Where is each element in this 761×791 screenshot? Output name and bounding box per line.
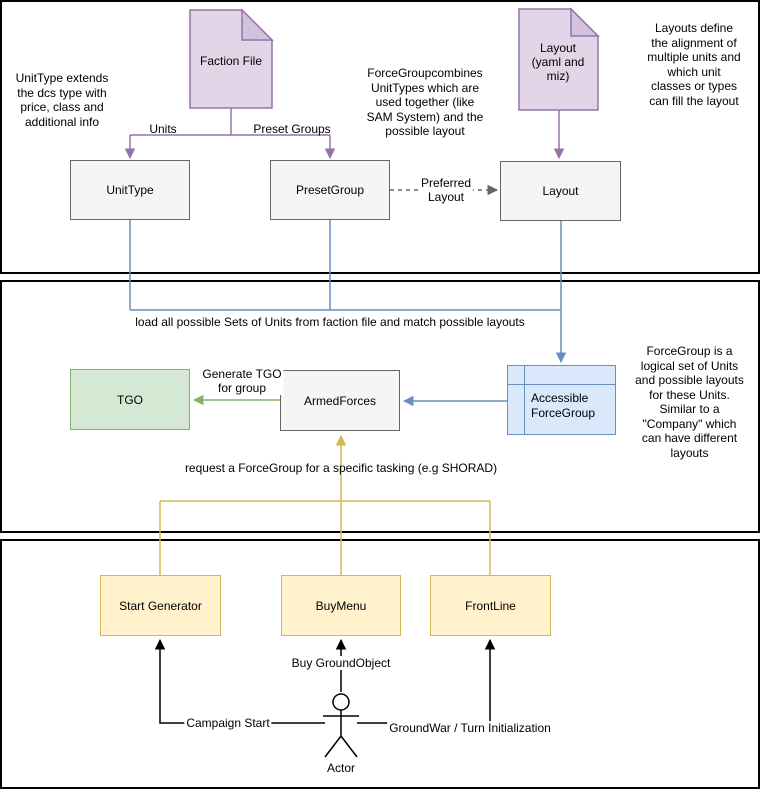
node-layout-label: Layout (542, 184, 579, 198)
node-tgo-label: TGO (117, 392, 143, 407)
note-forcegroup-logical: ForceGroup is a logical set of Units and… (635, 344, 744, 460)
node-start-generator-label: Start Generator (119, 598, 202, 613)
node-unittype[interactable]: UnitType (70, 160, 190, 220)
section-definitions-frame (0, 0, 760, 274)
edge-label-preferred-layout: Preferred Layout (418, 176, 474, 204)
edge-label-load-units: load all possible Sets of Units from fac… (135, 315, 525, 329)
layout-file-label: Layout (yaml and miz) (531, 41, 585, 83)
node-unittype-label: UnitType (106, 183, 154, 197)
node-frontline[interactable]: FrontLine (430, 575, 551, 636)
edge-label-request-forcegroup: request a ForceGroup for a specific task… (184, 461, 498, 475)
node-buymenu[interactable]: BuyMenu (281, 575, 401, 636)
edge-label-campaign-start: Campaign Start (184, 716, 272, 730)
node-buymenu-label: BuyMenu (315, 598, 367, 613)
note-forcegroup-combines: ForceGroupcombines UnitTypes which are u… (366, 66, 484, 138)
actor-label: Actor (326, 761, 356, 775)
node-tgo[interactable]: TGO (70, 369, 190, 430)
edge-label-generate-tgo: Generate TGO for group (200, 367, 284, 395)
edge-label-groundwar: GroundWar / Turn Initialization (387, 721, 553, 735)
edge-label-preset-groups: Preset Groups (253, 122, 331, 136)
node-frontline-label: FrontLine (465, 598, 516, 613)
faction-file-label: Faction File (199, 54, 263, 68)
section-forcegroup-frame (0, 280, 760, 533)
node-presetgroup[interactable]: PresetGroup (270, 160, 390, 220)
note-unittype-extends: UnitType extends the dcs type with price… (15, 71, 109, 129)
note-layouts-define: Layouts define the alignment of multiple… (647, 21, 741, 108)
node-presetgroup-label: PresetGroup (295, 183, 365, 197)
node-layout[interactable]: Layout (500, 161, 621, 221)
section-actors-frame (0, 539, 760, 789)
node-start-generator[interactable]: Start Generator (100, 575, 221, 636)
node-accessible-forcegroup-label: Accessible ForceGroup (531, 391, 596, 420)
accessible-forcegroup-header-row (508, 366, 615, 385)
edge-label-buy-groundobject: Buy GroundObject (289, 656, 393, 670)
node-armedforces-label: ArmedForces (303, 393, 377, 408)
node-armedforces[interactable]: ArmedForces (280, 370, 400, 431)
node-accessible-forcegroup[interactable]: Accessible ForceGroup (507, 365, 616, 435)
accessible-forcegroup-left-column (508, 366, 525, 434)
edge-label-units: Units (149, 122, 177, 136)
